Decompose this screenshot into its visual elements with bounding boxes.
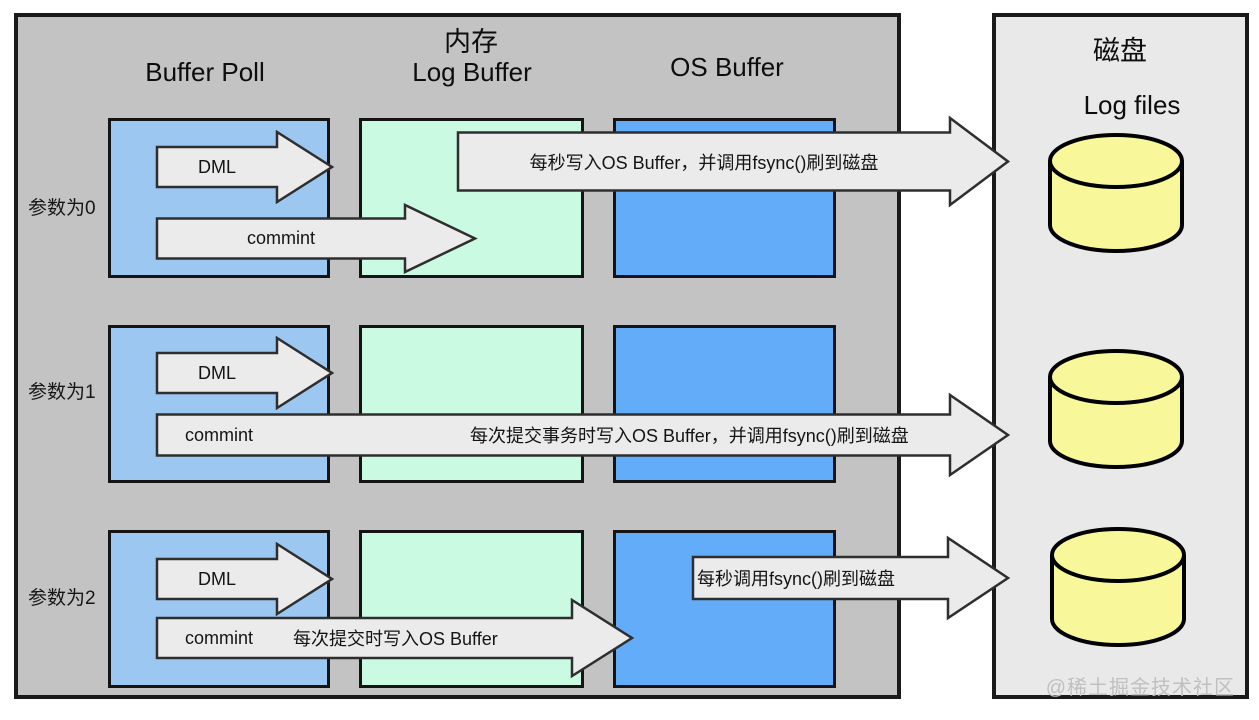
database-cylinder-icon [1048, 527, 1188, 652]
flush-arrow-row0: 每秒写入OS Buffer，并调用fsync()刷到磁盘 [456, 115, 1011, 208]
flush-arrow-label: 每次提交事务时写入OS Buffer，并调用fsync()刷到磁盘 [470, 426, 909, 446]
flush-arrow-label: 每秒调用fsync()刷到磁盘 [697, 569, 895, 589]
disk-title: 磁盘 [1093, 36, 1147, 66]
dml-arrow-label: DML [197, 362, 236, 383]
commit-arrow-label: commint [246, 228, 315, 248]
row-label-param-0: 参数为0 [28, 198, 96, 219]
commit-arrow-row0: commint [155, 203, 478, 274]
commit-arrow-note: 每次提交时写入OS Buffer [293, 629, 498, 649]
row-label-param-2: 参数为2 [28, 588, 96, 609]
column-header-os-buffer: OS Buffer [670, 52, 784, 82]
column-header-log-buffer: Log Buffer [412, 57, 532, 87]
dml-arrow-row0: DML [155, 129, 335, 205]
flush-arrow-row2: 每秒调用fsync()刷到磁盘 [691, 535, 1011, 621]
watermark: @稀土掘金技术社区 [1045, 677, 1235, 699]
dml-arrow-label: DML [197, 156, 236, 177]
commit-flush-arrow-row1: commint 每次提交事务时写入OS Buffer，并调用fsync()刷到磁… [155, 392, 1011, 478]
commit-arrow-row2: commint 每次提交时写入OS Buffer [155, 597, 635, 679]
log-buffer-box-row2 [359, 530, 584, 688]
flush-arrow-label: 每秒写入OS Buffer，并调用fsync()刷到磁盘 [529, 152, 879, 173]
database-cylinder-icon [1046, 133, 1186, 258]
database-cylinder-icon [1046, 349, 1186, 474]
memory-title: 内存 [444, 27, 498, 57]
disk-subtitle-log-files: Log files [1083, 90, 1181, 120]
commit-arrow-label: commint [185, 424, 254, 445]
dml-arrow-label: DML [197, 568, 236, 589]
commit-arrow-label: commint [185, 627, 254, 648]
row-label-param-1: 参数为1 [28, 382, 96, 403]
column-header-buffer-pool: Buffer Poll [145, 57, 265, 87]
dml-arrow-row2: DML [155, 541, 335, 617]
dml-arrow-row1: DML [155, 335, 335, 411]
